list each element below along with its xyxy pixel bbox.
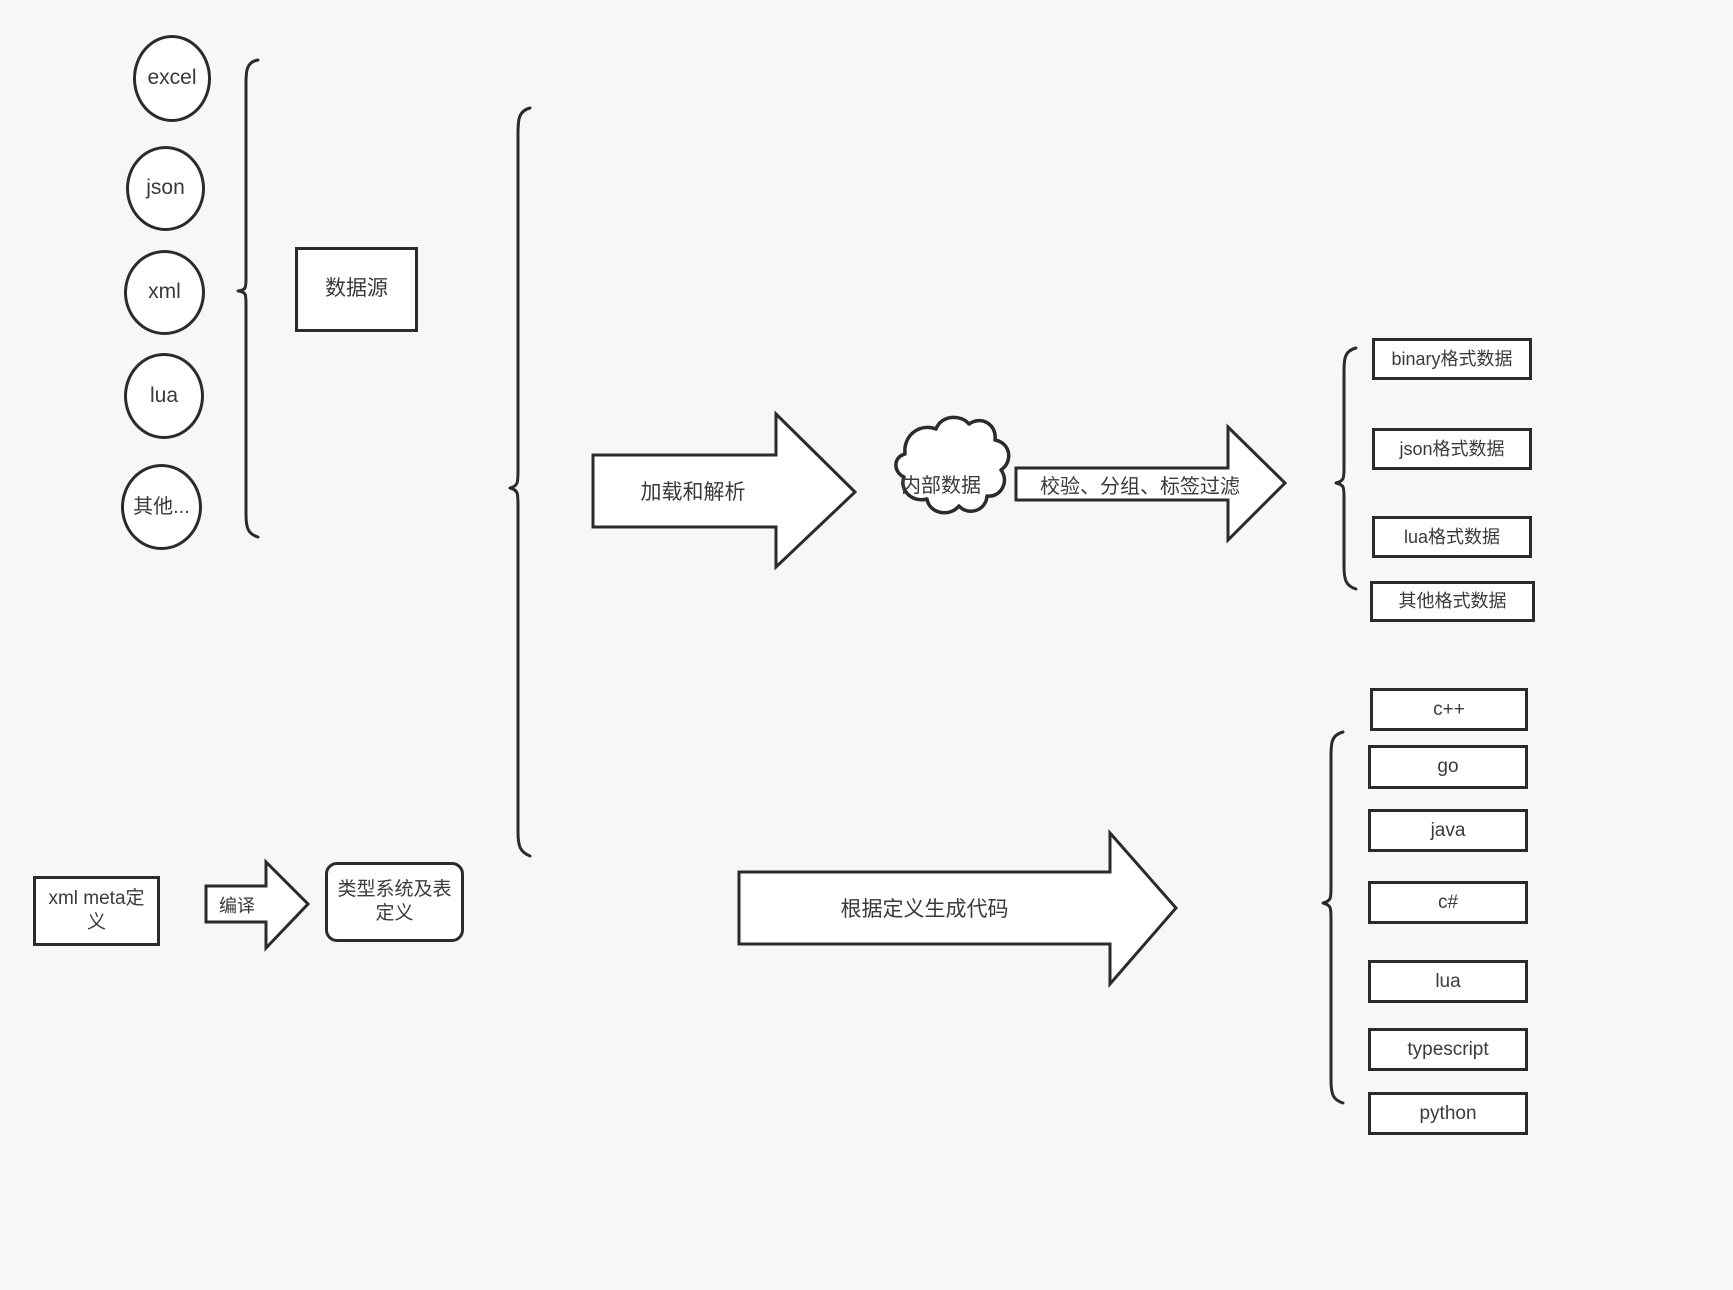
output-language-box-typescript-label: typescript [1407, 1038, 1489, 1060]
output-format-box-binary-label: binary格式数据 [1391, 348, 1513, 369]
output-format-box-other[interactable]: 其他格式数据 [1370, 581, 1535, 622]
validate-group-filter-arrow [1014, 423, 1288, 544]
output-language-box-lua-label: lua [1435, 970, 1461, 992]
output-language-box-cpp[interactable]: c++ [1370, 688, 1528, 731]
type-system-label-line2: 定义 [375, 903, 414, 924]
internal-data-cloud [894, 415, 1011, 515]
data-formats-brace [1334, 346, 1358, 591]
output-format-box-other-label: 其他格式数据 [1398, 591, 1507, 612]
output-language-box-java-label: java [1430, 819, 1466, 841]
type-system-box[interactable]: 类型系统及表 定义 [325, 862, 464, 942]
output-language-box-csharp[interactable]: c# [1368, 881, 1528, 924]
data-source-box[interactable]: 数据源 [295, 247, 418, 332]
output-language-box-java[interactable]: java [1368, 809, 1528, 852]
pipeline-input-brace [508, 106, 532, 858]
load-parse-arrow [591, 410, 858, 571]
source-node-excel-label: excel [147, 66, 197, 90]
source-node-xml[interactable]: xml [124, 250, 205, 335]
output-language-box-python[interactable]: python [1368, 1092, 1528, 1135]
xml-meta-definition-label-line2: 义 [86, 912, 106, 933]
source-node-xml-label: xml [148, 280, 181, 304]
source-node-json[interactable]: json [126, 146, 205, 231]
output-format-box-lua-label: lua格式数据 [1403, 526, 1501, 547]
data-source-box-label: 数据源 [325, 277, 388, 301]
codegen-arrow [737, 829, 1178, 989]
source-node-lua[interactable]: lua [124, 353, 204, 439]
output-format-box-binary[interactable]: binary格式数据 [1372, 338, 1532, 380]
type-system-label-line1: 类型系统及表 [337, 879, 452, 901]
output-format-box-json[interactable]: json格式数据 [1372, 428, 1532, 470]
source-node-other-label: 其他... [133, 495, 190, 518]
output-language-box-go-label: go [1437, 756, 1459, 778]
output-language-box-python-label: python [1419, 1102, 1477, 1124]
output-format-box-lua[interactable]: lua格式数据 [1372, 516, 1532, 558]
xml-meta-definition-box[interactable]: xml meta定 义 [33, 876, 160, 946]
source-node-excel[interactable]: excel [133, 35, 211, 122]
source-node-lua-label: lua [149, 383, 179, 407]
output-format-box-json-label: json格式数据 [1399, 438, 1505, 459]
source-node-json-label: json [146, 176, 185, 200]
output-language-box-cpp-label: c++ [1433, 698, 1465, 720]
languages-brace [1321, 730, 1345, 1105]
output-language-box-lua[interactable]: lua [1368, 960, 1528, 1003]
source-node-other[interactable]: 其他... [121, 464, 202, 550]
xml-meta-definition-label-line1: xml meta定 [48, 888, 145, 910]
sources-brace [236, 58, 260, 539]
compile-arrow [204, 858, 311, 952]
output-language-box-typescript[interactable]: typescript [1368, 1028, 1528, 1071]
output-language-box-csharp-label: c# [1437, 891, 1459, 913]
output-language-box-go[interactable]: go [1368, 745, 1528, 789]
